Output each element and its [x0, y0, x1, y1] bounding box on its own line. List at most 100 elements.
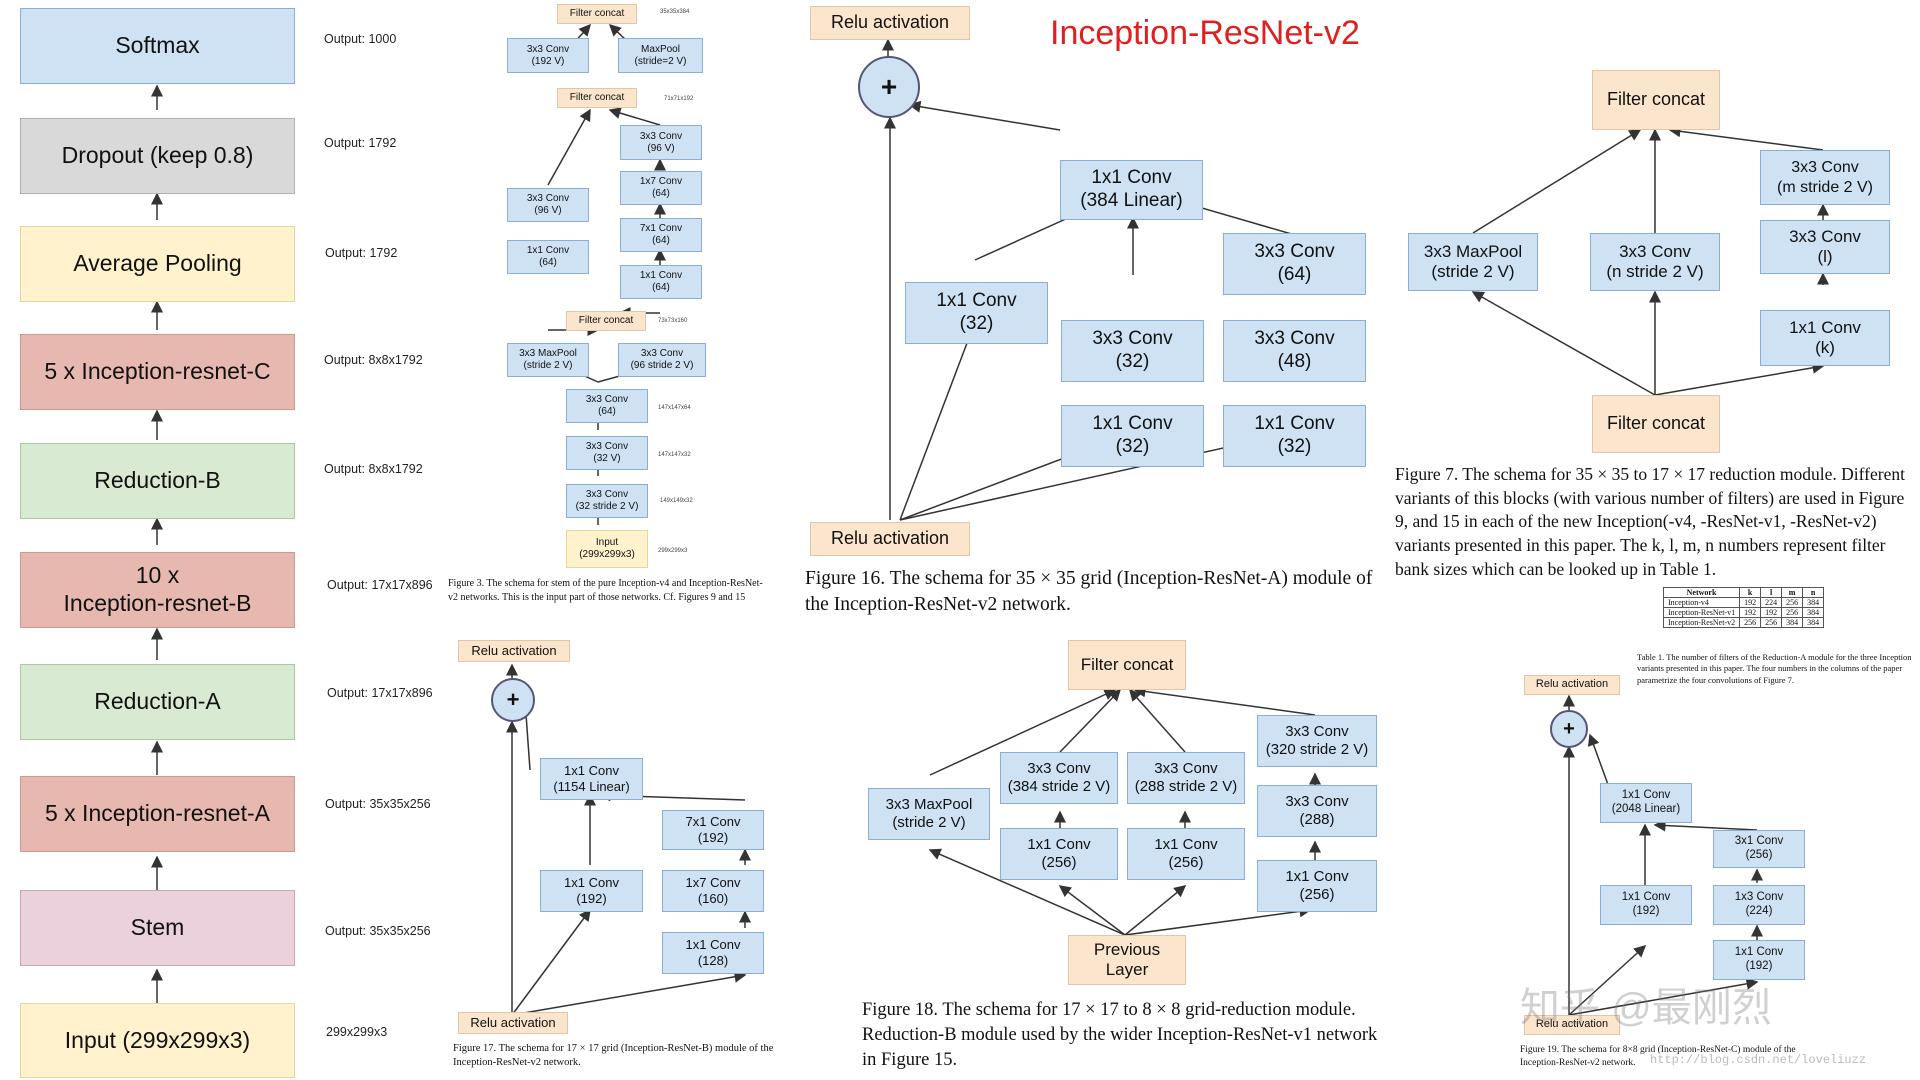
- fig17-box-0: Relu activation: [458, 640, 570, 662]
- fig17-add-icon: +: [491, 678, 535, 722]
- fig19-box-1: 1x1 Conv (2048 Linear): [1600, 783, 1692, 823]
- fig19-box-6: Relu activation: [1524, 1015, 1620, 1035]
- table-cell: 384: [1802, 597, 1825, 608]
- stem-box-9: 1x1 Conv (64): [507, 240, 589, 274]
- output-label-8: Output: 35x35x256: [325, 924, 431, 938]
- stem-dim-label: 299x299x3: [658, 548, 688, 554]
- table-cell: 192: [1760, 607, 1783, 618]
- left-stack-box-4: Reduction-B: [20, 443, 295, 519]
- table1-header-cell: k: [1739, 587, 1762, 598]
- fig16-box-2: 1x1 Conv (32): [905, 282, 1048, 344]
- left-stack-box-2: Average Pooling: [20, 226, 295, 302]
- stem-box-4: 3x3 Conv (96 V): [620, 125, 702, 160]
- table-cell: 256: [1781, 607, 1804, 618]
- stem-box-14: 3x3 Conv (32 V): [566, 436, 648, 470]
- fig19-add-icon: +: [1550, 710, 1588, 748]
- left-stack-box-9: Input (299x299x3): [20, 1003, 295, 1078]
- fig7-caption: Figure 7. The schema for 35 × 35 to 17 ×…: [1395, 464, 1905, 579]
- stem-box-6: 7x1 Conv (64): [620, 218, 702, 252]
- left-stack-box-3: 5 x Inception-resnet-C: [20, 334, 295, 410]
- table1-header-cell: l: [1760, 587, 1783, 598]
- fig18-box-5: 3x3 MaxPool (stride 2 V): [868, 788, 990, 840]
- fig7-box-0: Filter concat: [1592, 70, 1720, 130]
- stem-box-5: 1x7 Conv (64): [620, 171, 702, 205]
- output-label-2: Output: 1792: [325, 246, 398, 260]
- stem-box-1: 3x3 Conv (192 V): [507, 38, 589, 73]
- fig16-box-6: 1x1 Conv (32): [1061, 405, 1204, 467]
- table1-header-cell: Network: [1662, 587, 1741, 598]
- fig17-box-2: 7x1 Conv (192): [662, 810, 764, 850]
- table1-header: Network k l m n: [1662, 587, 1825, 598]
- stem-box-15: 3x3 Conv (32 stride 2 V): [566, 484, 648, 518]
- table-cell: 192: [1739, 597, 1762, 608]
- table-cell: Inception-ResNet-v2: [1662, 617, 1741, 628]
- table-cell: 384: [1802, 617, 1825, 628]
- fig7-box-3: 3x3 Conv (n stride 2 V): [1590, 233, 1720, 291]
- output-label-5: Output: 17x17x896: [327, 578, 433, 592]
- stem-box-10: Filter concat: [566, 311, 646, 331]
- fig18-box-0: Filter concat: [1068, 640, 1186, 690]
- left-stack-box-7: 5 x Inception-resnet-A: [20, 776, 295, 852]
- fig16-box-4: 3x3 Conv (64): [1223, 233, 1366, 295]
- table-cell: 192: [1739, 607, 1762, 618]
- table-cell: 256: [1781, 597, 1804, 608]
- fig19-box-4: 1x3 Conv (224): [1713, 885, 1805, 925]
- fig18-box-9: Previous Layer: [1068, 935, 1186, 985]
- fig16-box-3: 3x3 Conv (32): [1061, 320, 1204, 382]
- output-label-0: Output: 1000: [324, 32, 397, 46]
- fig7-box-2: 3x3 MaxPool (stride 2 V): [1408, 233, 1538, 291]
- fig17-box-1: 1x1 Conv (1154 Linear): [540, 758, 643, 800]
- table1-header-cell: n: [1802, 587, 1825, 598]
- output-label-6: Output: 17x17x896: [327, 686, 433, 700]
- stem-box-13: 3x3 Conv (64): [566, 389, 648, 423]
- table-cell: 256: [1760, 617, 1783, 628]
- stem-box-0: Filter concat: [557, 4, 637, 24]
- left-stack-box-1: Dropout (keep 0.8): [20, 118, 295, 194]
- stem-dim-label: 35x35x384: [660, 9, 690, 15]
- fig18-box-1: 3x3 Conv (320 stride 2 V): [1257, 715, 1377, 767]
- fig19-box-2: 3x1 Conv (256): [1713, 830, 1805, 868]
- fig16-box-0: Relu activation: [810, 6, 970, 40]
- table1-caption: Table 1. The number of filters of the Re…: [1637, 652, 1912, 685]
- stem-box-12: 3x3 Conv (96 stride 2 V): [618, 343, 706, 377]
- output-label-1: Output: 1792: [324, 136, 397, 150]
- fig3-caption: Figure 3. The schema for stem of the pur…: [448, 578, 763, 603]
- output-label-9: 299x299x3: [326, 1025, 388, 1039]
- zhihu-watermark: 知乎 @最刚烈: [1520, 986, 1772, 1030]
- table-cell: Inception-v4: [1662, 597, 1741, 608]
- csdn-watermark: http://blog.csdn.net/loveliuzz: [1650, 1053, 1867, 1067]
- table-row: Inception-ResNet-v1 192 192 256 384: [1662, 607, 1825, 618]
- fig19-caption: Figure 19. The schema for 8×8 grid (Ince…: [1520, 1045, 1796, 1068]
- fig19-box-5: 1x1 Conv (192): [1713, 940, 1805, 980]
- fig18-box-2: 3x3 Conv (384 stride 2 V): [1000, 752, 1118, 804]
- fig16-box-5: 3x3 Conv (48): [1223, 320, 1366, 382]
- stem-box-11: 3x3 MaxPool (stride 2 V): [507, 343, 589, 377]
- table-cell: 384: [1802, 607, 1825, 618]
- stem-dim-label: 149x149x32: [660, 498, 693, 504]
- left-stack-box-8: Stem: [20, 890, 295, 966]
- fig18-box-3: 3x3 Conv (288 stride 2 V): [1127, 752, 1245, 804]
- fig17-box-5: 1x1 Conv (128): [662, 932, 764, 974]
- left-stack-box-0: Softmax: [20, 8, 295, 84]
- output-label-3: Output: 8x8x1792: [324, 353, 423, 367]
- left-stack-box-5: 10 x Inception-resnet-B: [20, 552, 295, 628]
- output-label-7: Output: 35x35x256: [325, 797, 431, 811]
- stem-dim-label: 147x147x32: [658, 452, 691, 458]
- fig17-box-3: 1x1 Conv (192): [540, 870, 643, 912]
- fig7-box-6: Filter concat: [1592, 395, 1720, 453]
- fig19-box-3: 1x1 Conv (192): [1600, 885, 1692, 925]
- fig18-box-4: 3x3 Conv (288): [1257, 785, 1377, 837]
- table-cell: 384: [1781, 617, 1804, 628]
- stem-box-8: 3x3 Conv (96 V): [507, 188, 589, 222]
- fig7-box-1: 3x3 Conv (m stride 2 V): [1760, 150, 1890, 205]
- table1-header-cell: m: [1781, 587, 1804, 598]
- output-label-4: Output: 8x8x1792: [324, 462, 423, 476]
- stem-dim-label: 71x71x192: [664, 96, 694, 102]
- stem-dim-label: 147x147x64: [658, 405, 691, 411]
- stem-box-3: Filter concat: [557, 88, 637, 108]
- left-stack-box-6: Reduction-A: [20, 664, 295, 740]
- fig7-box-4: 3x3 Conv (l): [1760, 220, 1890, 274]
- stem-box-16: Input (299x299x3): [566, 530, 648, 568]
- table-cell: Inception-ResNet-v1: [1662, 607, 1741, 618]
- table1: Network k l m n Inception-v4 192 224 256…: [1662, 587, 1825, 628]
